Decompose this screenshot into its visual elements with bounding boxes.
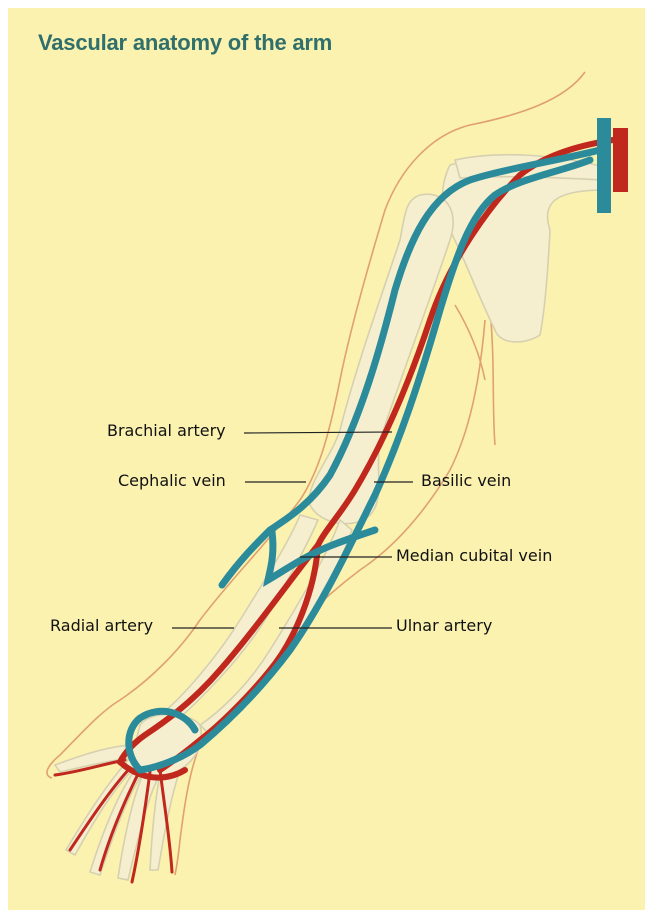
label-brachial-artery: Brachial artery: [107, 423, 226, 439]
label-median-cubital-vein: Median cubital vein: [396, 548, 552, 564]
label-cephalic-vein: Cephalic vein: [118, 473, 226, 489]
label-ulnar-artery: Ulnar artery: [396, 618, 492, 634]
label-radial-artery: Radial artery: [50, 618, 153, 634]
vena-cava-segment: [597, 118, 611, 213]
aorta-segment: [613, 128, 628, 192]
diagram-title: Vascular anatomy of the arm: [38, 30, 332, 56]
label-basilic-vein: Basilic vein: [421, 473, 511, 489]
scapula: [443, 157, 611, 342]
